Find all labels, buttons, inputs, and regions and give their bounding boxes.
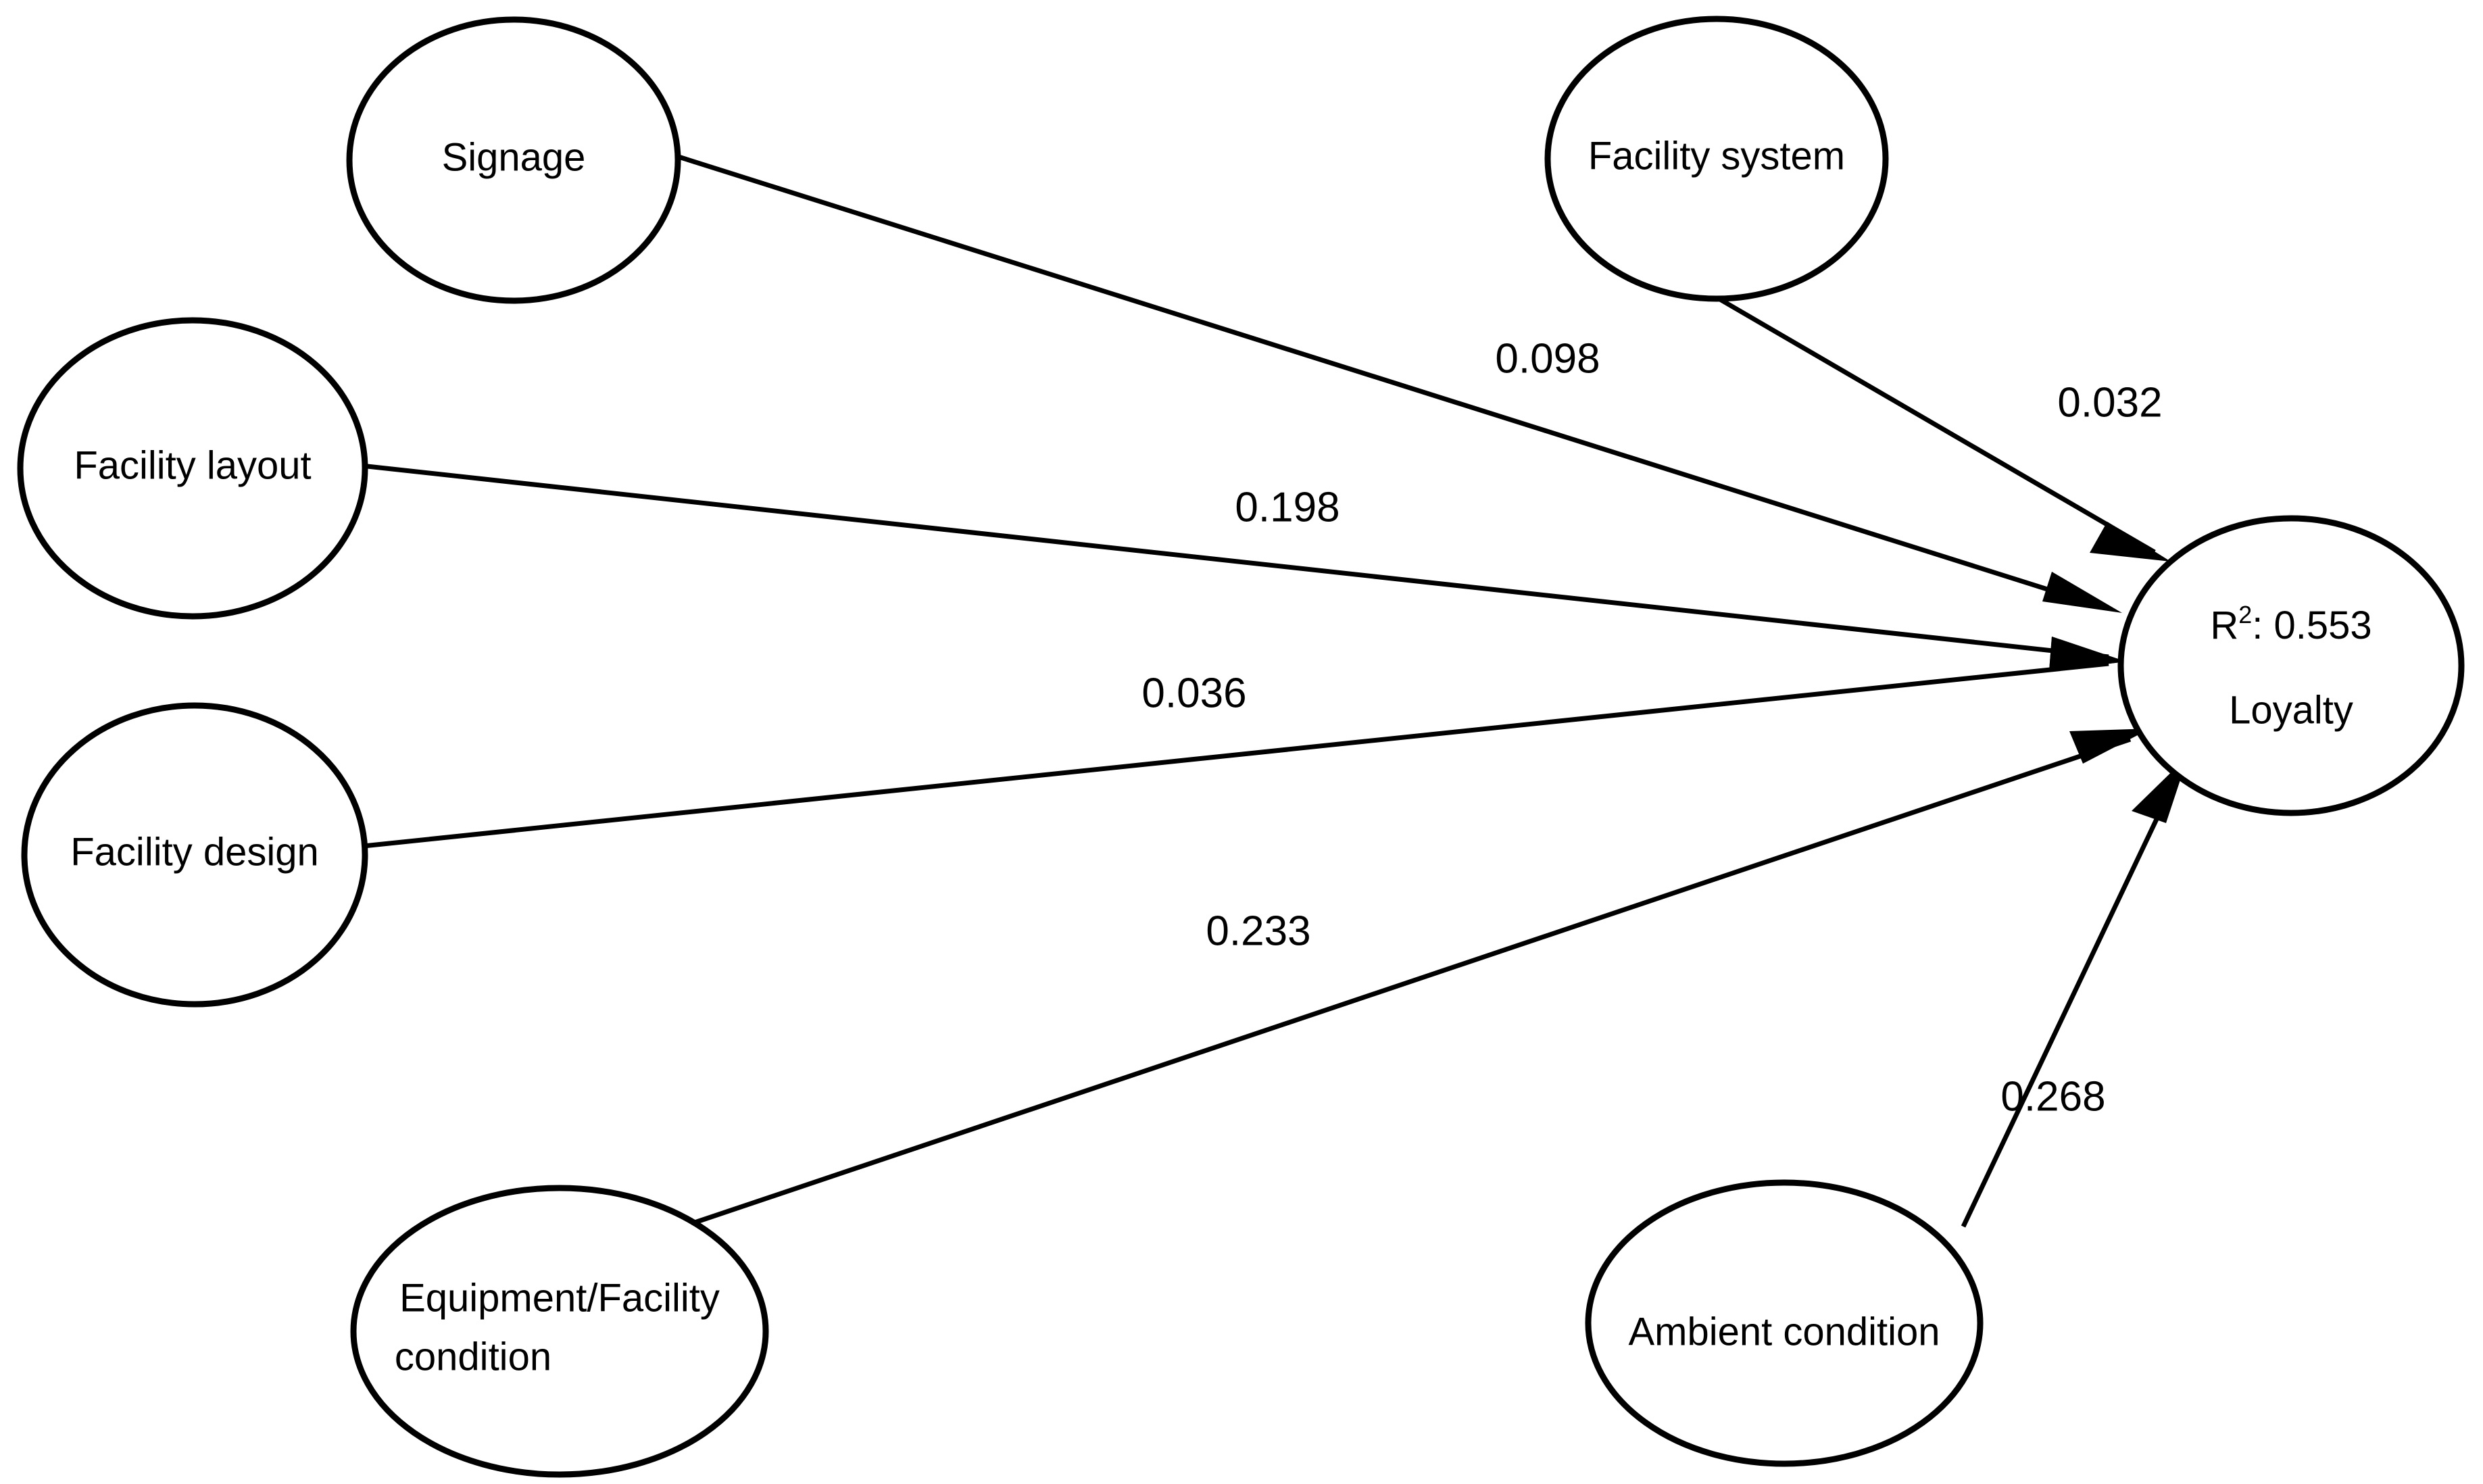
node-facility-system-ellipse <box>1544 16 1889 302</box>
edge-facility-design-loyalty[interactable] <box>356 637 2126 849</box>
edge-line-facility-design-loyalty <box>356 661 2109 849</box>
node-facility-design-label: Facility design <box>70 830 318 874</box>
edge-label-equipment-condition-loyalty: 0.233 <box>1206 908 1310 954</box>
node-facility-system-label: Facility system <box>1588 134 1845 178</box>
edge-label-facility-design-loyalty: 0.036 <box>1141 670 1246 716</box>
node-ambient-condition[interactable]: Ambient condition <box>1585 1179 1984 1467</box>
r-symbol: R <box>2210 603 2238 647</box>
r-squared-value: : 0.553 <box>2252 603 2371 647</box>
node-loyalty-ellipse <box>2117 515 2465 816</box>
arrow-head-equipment-condition-loyalty <box>2069 728 2150 764</box>
edge-label-facility-layout-loyalty: 0.198 <box>1235 484 1339 530</box>
edge-line-facility-system-loyalty <box>1719 297 2156 555</box>
node-facility-design-ellipse <box>21 702 368 1008</box>
node-loyalty-label: Loyalty <box>2229 688 2353 732</box>
edge-ambient-condition-loyalty[interactable] <box>1961 756 2188 1228</box>
node-facility-design[interactable]: Facility design <box>21 702 368 1008</box>
edge-label-facility-system-loyalty: 0.032 <box>2057 379 2162 426</box>
node-signage-ellipse <box>346 16 681 304</box>
node-facility-layout[interactable]: Facility layout <box>17 317 368 620</box>
arrow-head-signage-loyalty <box>2042 572 2122 613</box>
node-facility-layout-label: Facility layout <box>74 443 311 487</box>
node-ambient-condition-label: Ambient condition <box>1628 1310 1940 1354</box>
node-equipment-facility-condition[interactable]: Equipment/Facility condition <box>350 1185 769 1478</box>
node-signage[interactable]: Signage <box>346 16 681 304</box>
edge-equipment-condition-loyalty[interactable] <box>691 728 2150 1226</box>
edges-group <box>354 154 2188 1228</box>
node-equipment-facility-condition-label-line2: condition <box>395 1335 551 1379</box>
node-equipment-facility-condition-ellipse <box>350 1185 769 1478</box>
arrow-head-facility-system-loyalty <box>2090 522 2171 562</box>
r-superscript: 2 <box>2238 601 2252 628</box>
nodes-group: Signage Facility layout Facility design … <box>17 16 2465 1478</box>
edge-facility-system-loyalty[interactable] <box>1719 297 2171 562</box>
node-loyalty[interactable]: R2: 0.553 Loyalty <box>2117 515 2465 816</box>
node-signage-label: Signage <box>442 135 586 179</box>
arrow-head-facility-design-loyalty <box>2049 637 2126 671</box>
node-equipment-facility-condition-label-line1: Equipment/Facility <box>399 1276 720 1320</box>
edge-line-equipment-condition-loyalty <box>691 737 2132 1226</box>
node-facility-layout-ellipse <box>17 317 368 620</box>
edge-labels-group: 0.098 0.032 0.198 0.036 0.233 0.268 <box>1141 335 2162 1120</box>
edge-line-facility-layout-loyalty <box>354 462 2109 660</box>
edge-line-ambient-condition-loyalty <box>1961 788 2173 1228</box>
edge-label-signage-loyalty: 0.098 <box>1495 335 1600 382</box>
node-ambient-condition-ellipse <box>1585 1179 1984 1467</box>
edge-label-ambient-condition-loyalty: 0.268 <box>2000 1073 2105 1120</box>
edge-line-signage-loyalty <box>677 154 2109 611</box>
node-loyalty-r-squared-label: R2: 0.553 <box>2210 601 2371 648</box>
edge-signage-loyalty[interactable] <box>677 154 2122 613</box>
node-facility-system[interactable]: Facility system <box>1544 16 1889 302</box>
